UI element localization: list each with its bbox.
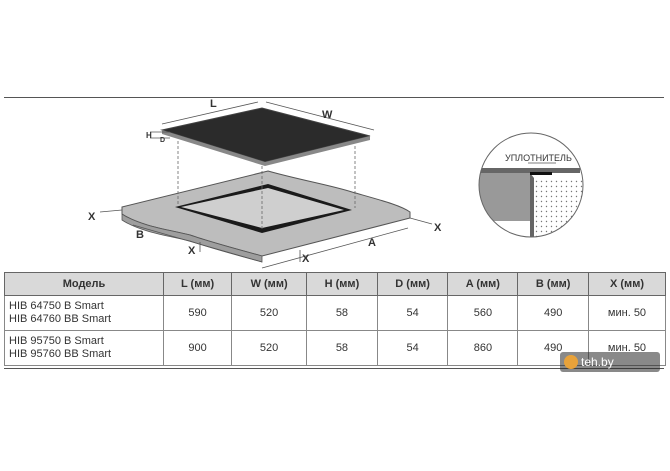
label-H: H bbox=[146, 131, 152, 140]
header-D: D (мм) bbox=[376, 272, 449, 296]
spec-table: Модель L (мм) W (мм) H (мм) D (мм) A (мм… bbox=[4, 272, 666, 366]
cell-model: HIB 64750 B Smart HIB 64760 BB Smart bbox=[4, 295, 164, 331]
table-row: HIB 95750 B Smart HIB 95760 BB Smart 900… bbox=[4, 330, 666, 366]
watermark-text: teh.by bbox=[581, 355, 614, 369]
cell-D: 54 bbox=[376, 330, 449, 366]
label-X-bottom-1: X bbox=[188, 245, 196, 257]
diagram-frame bbox=[4, 97, 664, 369]
table-row: HIB 64750 B Smart HIB 64760 BB Smart 590… bbox=[4, 295, 666, 331]
cell-W: 520 bbox=[231, 330, 308, 366]
header-A: A (мм) bbox=[447, 272, 519, 296]
logo-icon bbox=[564, 355, 578, 369]
model-name: HIB 64750 B Smart bbox=[9, 300, 104, 312]
label-X-bottom-2: X bbox=[302, 253, 310, 265]
cell-B: 490 bbox=[517, 295, 589, 331]
label-X-right: X bbox=[434, 222, 442, 234]
header-model: Модель bbox=[4, 272, 164, 296]
model-name: HIB 95750 B Smart bbox=[9, 335, 104, 347]
header-B: B (мм) bbox=[517, 272, 589, 296]
label-A: A bbox=[368, 237, 376, 249]
installation-diagram: L W H D X B X X A X УПЛОТНИТЕЛЬ bbox=[88, 98, 584, 269]
label-D: D bbox=[160, 137, 165, 144]
cell-A: 860 bbox=[447, 330, 519, 366]
table-header-row: Модель L (мм) W (мм) H (мм) D (мм) A (мм… bbox=[4, 272, 666, 296]
watermark: teh.by bbox=[560, 352, 660, 372]
hob-edge bbox=[162, 130, 370, 166]
header-L: L (мм) bbox=[162, 272, 233, 296]
cell-L: 590 bbox=[162, 295, 233, 331]
label-X-left: X bbox=[88, 211, 96, 223]
cell-L: 900 bbox=[162, 330, 233, 366]
hob-surface bbox=[160, 107, 371, 163]
seal-detail: УПЛОТНИТЕЛЬ bbox=[478, 132, 584, 238]
cell-X: мин. 50 bbox=[588, 295, 666, 331]
header-H: H (мм) bbox=[306, 272, 378, 296]
cell-A: 560 bbox=[447, 295, 519, 331]
cell-H: 58 bbox=[306, 295, 378, 331]
cell-W: 520 bbox=[231, 295, 308, 331]
cell-model: HIB 95750 B Smart HIB 95760 BB Smart bbox=[4, 330, 164, 366]
model-name: HIB 95760 BB Smart bbox=[9, 348, 112, 360]
cell-D: 54 bbox=[376, 295, 449, 331]
seal-label: УПЛОТНИТЕЛЬ bbox=[505, 153, 572, 163]
header-X: X (мм) bbox=[588, 272, 666, 296]
model-name: HIB 64760 BB Smart bbox=[9, 313, 112, 325]
header-W: W (мм) bbox=[231, 272, 308, 296]
cell-H: 58 bbox=[306, 330, 378, 366]
label-B: B bbox=[136, 229, 144, 241]
label-L: L bbox=[210, 98, 217, 110]
label-W: W bbox=[322, 109, 333, 121]
